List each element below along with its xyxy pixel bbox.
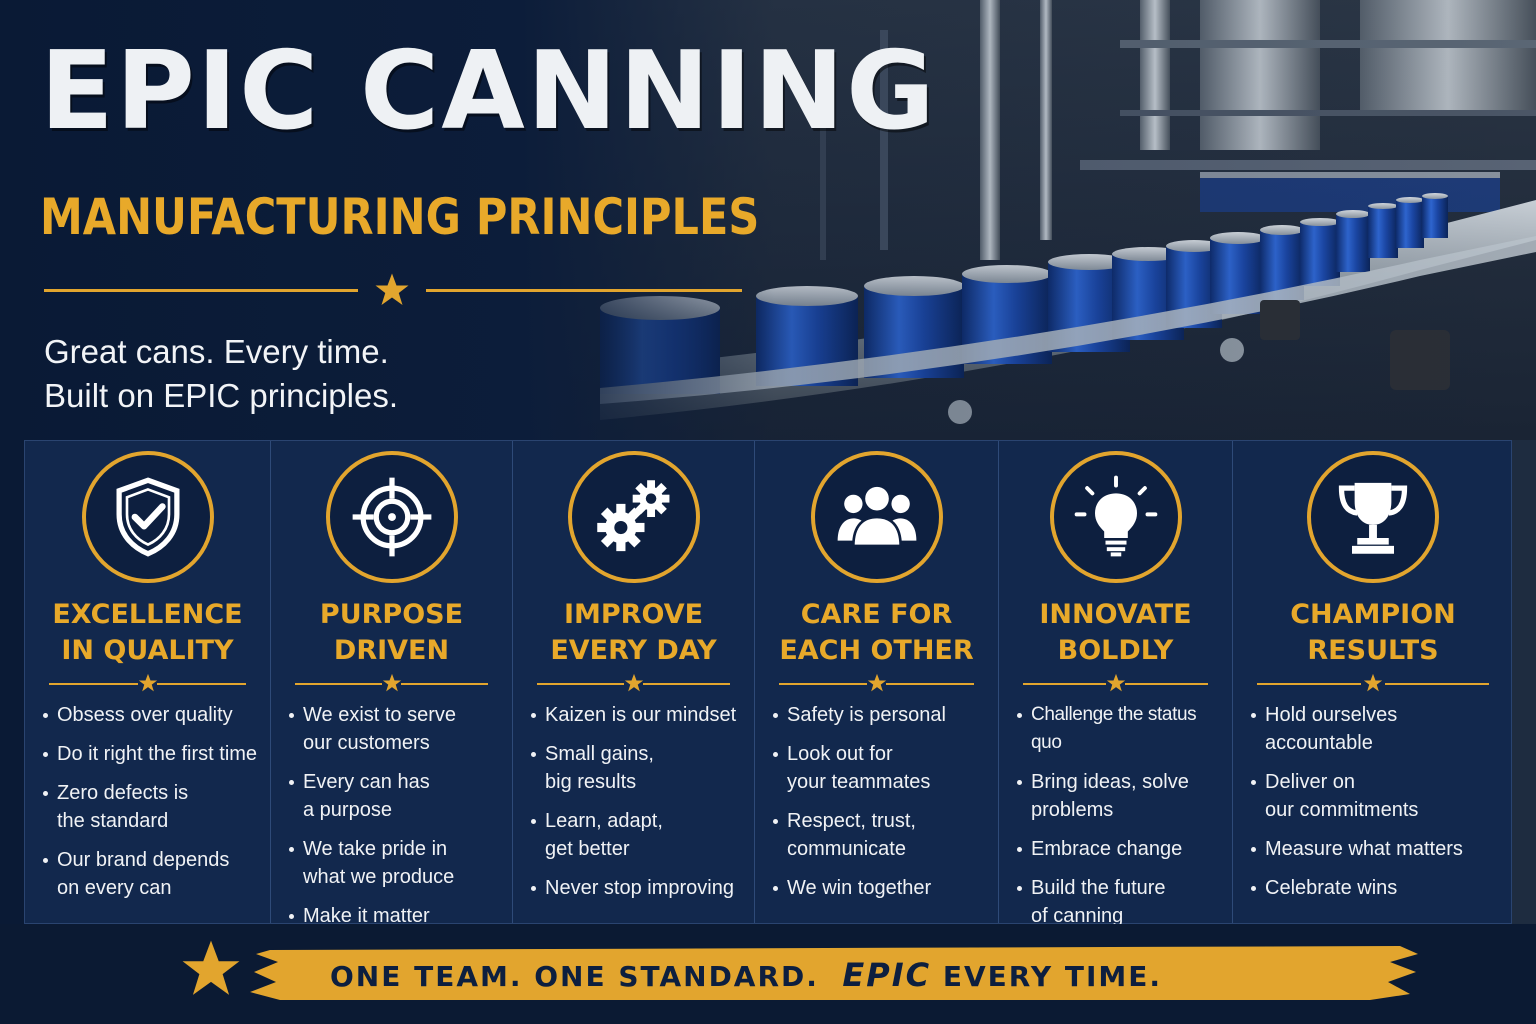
list-item: Celebrate wins: [1251, 874, 1503, 902]
principle-badge: [81, 451, 214, 583]
list-item: Hold ourselves accountable: [1251, 701, 1503, 757]
page-subtitle: MANUFACTURING PRINCIPLES: [40, 188, 760, 246]
principle-badge: [810, 451, 943, 583]
principle-badge: [325, 451, 458, 583]
shield-check-icon: [116, 477, 179, 557]
principle-badge: [567, 451, 700, 583]
principle-badge: [1049, 451, 1182, 583]
list-item: Make it matter: [289, 902, 502, 930]
list-item: Obsess over quality: [43, 701, 260, 729]
page-title: EPIC CANNING: [40, 29, 937, 154]
list-item: Embrace change: [1017, 835, 1228, 863]
tagline: Great cans. Every time. Built on EPIC pr…: [44, 330, 398, 418]
principle-card-care: CARE FOR EACH OTHER Safety is personal L…: [755, 441, 999, 923]
star-icon: [182, 940, 240, 995]
principle-title: CARE FOR EACH OTHER: [779, 599, 974, 666]
principle-bullets: Kaizen is our mindset Small gains, big r…: [513, 701, 754, 902]
list-item: Build the future of canning: [1017, 874, 1228, 930]
list-item: Respect, trust, communicate: [773, 807, 988, 863]
star-icon: [624, 673, 643, 692]
target-icon: [352, 477, 431, 557]
principle-bullets: Safety is personal Look out for your tea…: [755, 701, 998, 902]
principle-title: IMPROVE EVERY DAY: [550, 599, 717, 666]
title-divider-left: [44, 289, 358, 292]
list-item: Challenge the status quo: [1017, 701, 1228, 757]
gears-icon: [596, 480, 669, 552]
list-item: Safety is personal: [773, 701, 988, 729]
list-item: We exist to serve our customers: [289, 701, 502, 757]
list-item: Deliver on our commitments: [1251, 768, 1503, 824]
principle-badge: [1307, 451, 1439, 583]
principle-bullets: Obsess over quality Do it right the firs…: [25, 701, 270, 902]
list-item: Bring ideas, solve problems: [1017, 768, 1228, 824]
footer-slogan-part-1: ONE TEAM. ONE STANDARD.: [330, 960, 819, 993]
principle-title: PURPOSE DRIVEN: [319, 599, 464, 666]
list-item: Kaizen is our mindset: [531, 701, 744, 729]
tagline-line-2: Built on EPIC principles.: [44, 377, 398, 414]
team-icon: [837, 484, 916, 548]
principle-card-innovate: INNOVATE BOLDLY Challenge the status quo…: [999, 441, 1233, 927]
star-icon: [382, 673, 401, 692]
list-item: Look out for your teammates: [773, 740, 988, 796]
list-item: Small gains, big results: [531, 740, 744, 796]
star-icon: [138, 673, 157, 692]
principle-title: EXCELLENCE IN QUALITY: [52, 599, 243, 666]
list-item: Never stop improving: [531, 874, 744, 902]
list-item: Learn, adapt, get better: [531, 807, 744, 863]
footer-slogan-emphasis: EPIC: [842, 956, 932, 994]
star-icon: [375, 273, 409, 305]
star-icon: [867, 673, 886, 692]
principle-title: CHAMPION RESULTS: [1290, 599, 1456, 666]
principle-bullets: Challenge the status quo Bring ideas, so…: [999, 701, 1232, 930]
lightbulb-icon: [1074, 475, 1157, 557]
list-item: We win together: [773, 874, 988, 902]
principle-divider: [49, 673, 246, 695]
principles-panel: EXCELLENCE IN QUALITY Obsess over qualit…: [24, 440, 1513, 927]
star-icon: [1106, 673, 1125, 692]
principle-card-excellence: EXCELLENCE IN QUALITY Obsess over qualit…: [25, 441, 271, 923]
principle-card-champion: CHAMPION RESULTS Hold ourselves accounta…: [1233, 441, 1513, 923]
principle-divider: [295, 673, 488, 695]
principle-divider: [1257, 673, 1489, 695]
principle-bullets: Hold ourselves accountable Deliver on ou…: [1233, 701, 1513, 902]
list-item: Do it right the first time: [43, 740, 260, 768]
principle-divider: [1023, 673, 1208, 695]
list-item: We take pride in what we produce: [289, 835, 502, 891]
trophy-icon: [1338, 482, 1408, 554]
list-item: Measure what matters: [1251, 835, 1503, 863]
footer-slogan: ONE TEAM. ONE STANDARD. EPIC EVERY TIME.: [330, 956, 1162, 994]
footer-slogan-part-2: EVERY TIME.: [942, 960, 1162, 993]
star-icon: [1363, 673, 1383, 692]
title-divider-right: [426, 289, 742, 292]
principle-title: INNOVATE BOLDLY: [1039, 599, 1192, 666]
list-item: Every can has a purpose: [289, 768, 502, 824]
principle-card-improve: IMPROVE EVERY DAY Kaizen is our mindset …: [513, 441, 755, 923]
list-item: Our brand depends on every can: [43, 846, 260, 902]
principle-card-purpose: PURPOSE DRIVEN We exist to serve our cus…: [271, 441, 513, 927]
tagline-line-1: Great cans. Every time.: [44, 333, 389, 370]
principle-divider: [779, 673, 974, 695]
footer-brush-stroke: [250, 946, 1418, 1000]
principle-bullets: We exist to serve our customers Every ca…: [271, 701, 512, 930]
list-item: Zero defects is the standard: [43, 779, 260, 835]
principle-divider: [537, 673, 730, 695]
factory-conveyor-photo: [520, 0, 1536, 440]
